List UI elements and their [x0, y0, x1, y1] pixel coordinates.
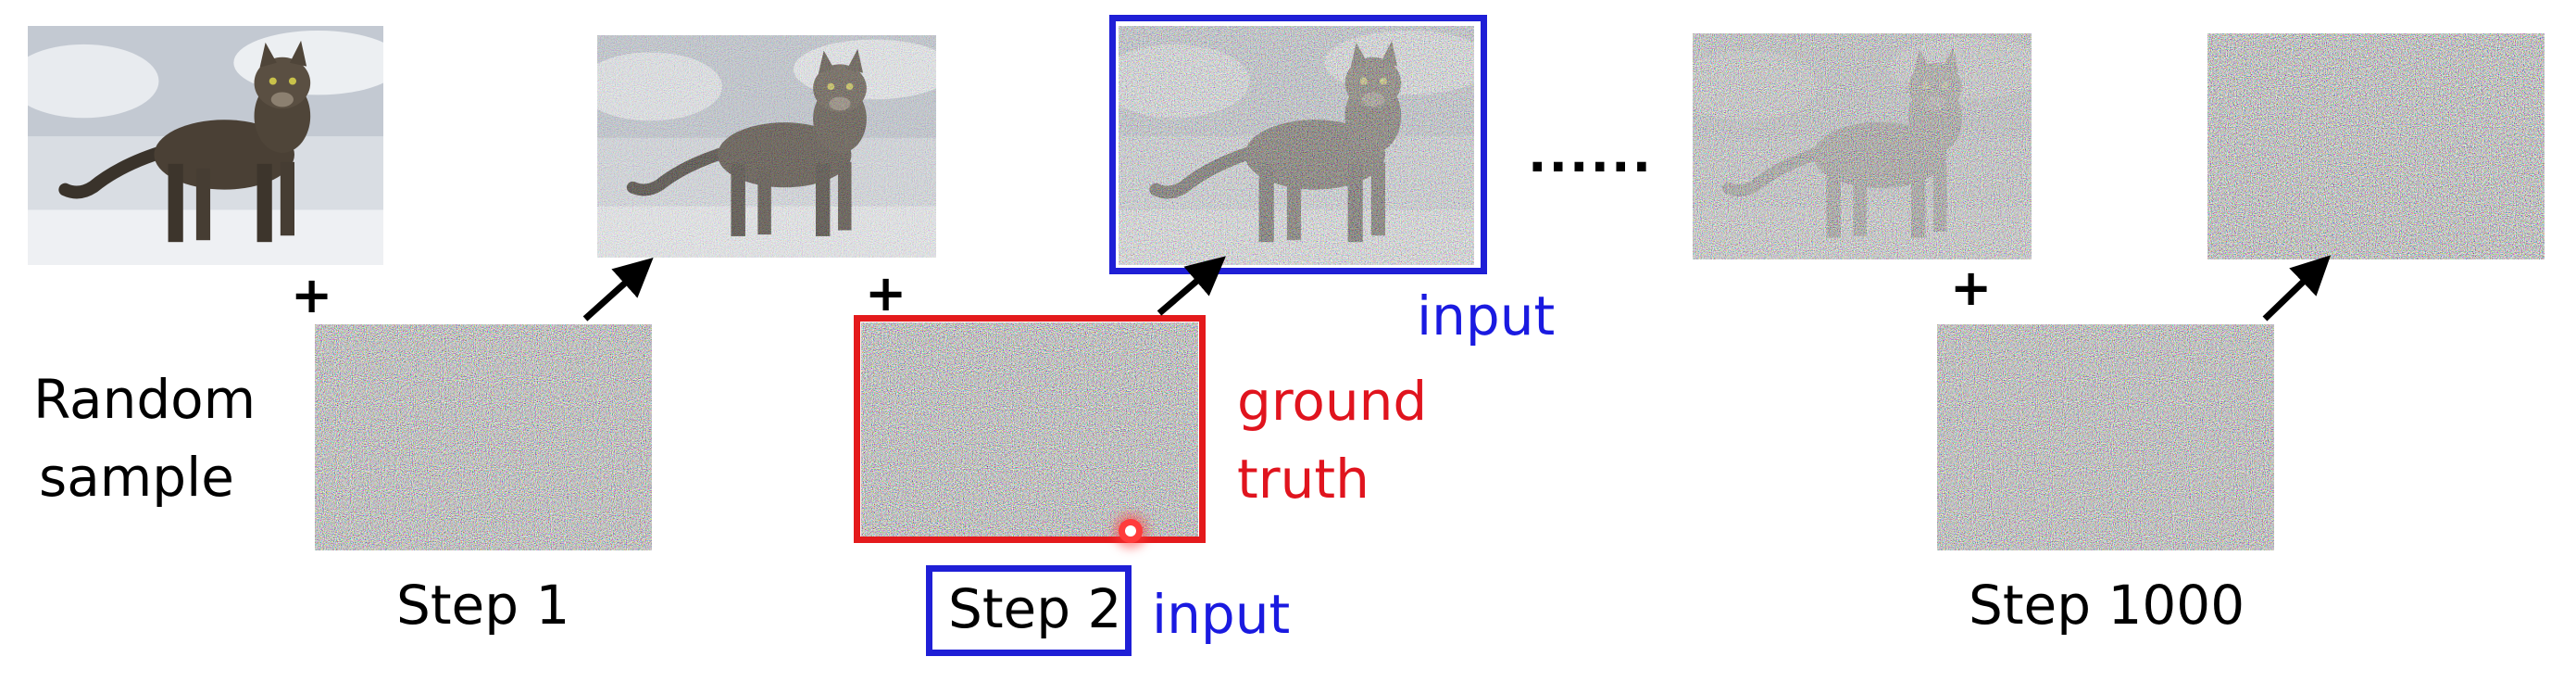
ground-truth-label-line1: ground — [1237, 370, 1428, 433]
pointer-dot — [1119, 519, 1143, 543]
input-label-bottom: input — [1152, 583, 1291, 646]
arrow-step2 — [1157, 256, 1226, 316]
ellipsis: ...... — [1528, 125, 1654, 183]
plus-sign-step1000: + — [1950, 259, 1993, 317]
plus-sign-step2: + — [865, 264, 907, 322]
noisy-cat-step999-image — [1693, 33, 2032, 259]
ground-truth-label-line2: truth — [1237, 448, 1369, 511]
pure-noise-final-image — [2207, 33, 2545, 259]
random-sample-label-line1: Random — [33, 368, 256, 431]
arrow-step1000 — [2262, 255, 2332, 322]
noise-sample-step1 — [315, 324, 652, 550]
step2-label: Step 2 — [948, 577, 1122, 640]
input-box-bottom — [926, 565, 1132, 656]
input-box-top — [1109, 15, 1487, 274]
noisy-cat-step2-image — [1119, 26, 1474, 265]
noisy-cat-step1-image — [597, 35, 936, 258]
step1-label: Step 1 — [396, 574, 570, 637]
input-label-top: input — [1417, 284, 1556, 347]
ground-truth-box — [854, 315, 1206, 543]
noise-sample-step1000 — [1937, 324, 2274, 550]
noise-sample-step2 — [861, 322, 1198, 537]
step1000-label: Step 1000 — [1969, 574, 2245, 637]
clean-cat-image — [28, 26, 383, 265]
arrow-step1 — [582, 257, 654, 322]
plus-sign-step1: + — [291, 266, 333, 324]
random-sample-label-line2: sample — [39, 446, 234, 509]
